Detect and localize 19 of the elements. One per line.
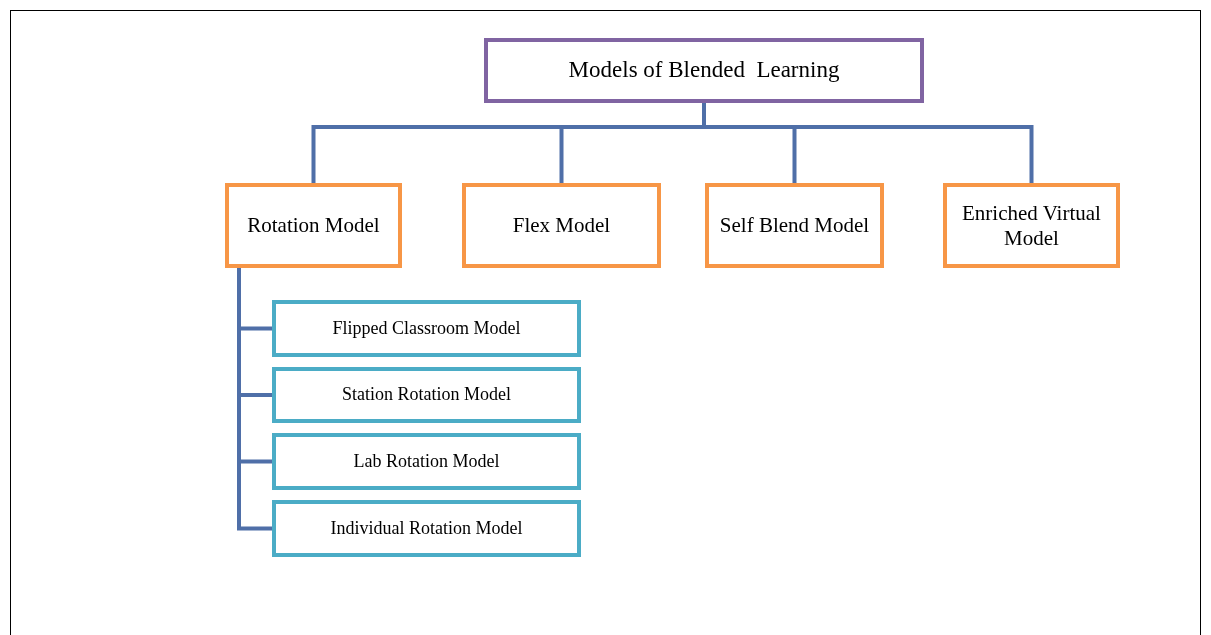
subcategory-box [272,500,581,557]
category-box [225,183,402,268]
subcategory-box [272,300,581,357]
subcategory-box [272,433,581,490]
box-label: Individual Rotation Model [330,517,523,540]
box-label: Flipped Classroom Model [332,317,521,340]
box-label: Self Blend Model [719,213,870,238]
box-label: Rotation Model [247,213,380,238]
root-box [484,38,924,103]
category-box [943,183,1120,268]
subcategory-box [272,367,581,423]
box-label: Lab Rotation Model [353,450,500,473]
category-box [462,183,661,268]
box-label: Flex Model [512,213,611,238]
connector-line [237,268,272,531]
category-box [705,183,884,268]
box-label: Enriched Virtual Model [961,201,1102,250]
box-label: Station Rotation Model [342,384,511,406]
box-label: Models of Blended Learning [568,56,840,85]
